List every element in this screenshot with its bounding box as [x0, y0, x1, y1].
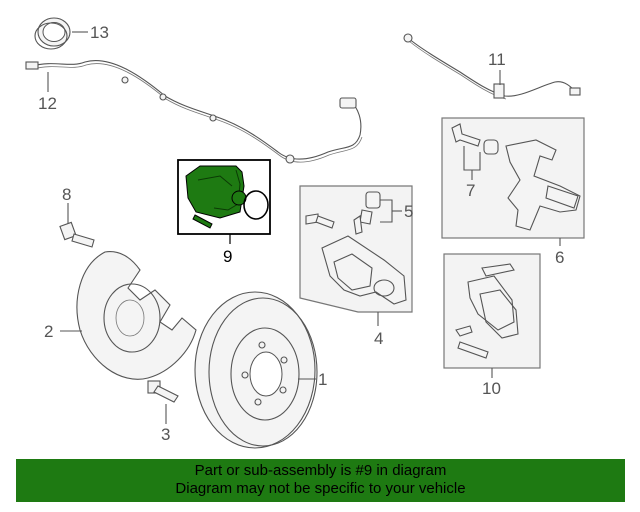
callout-3: 3 [161, 425, 170, 444]
banner-line-1: Part or sub-assembly is #9 in diagram [194, 462, 447, 479]
banner-line-2: Diagram may not be specific to your vehi… [175, 480, 466, 497]
part-4-caliper-box [299, 185, 413, 326]
callout-7: 7 [466, 181, 475, 200]
callout-4: 4 [374, 329, 383, 348]
part-9-box [177, 159, 271, 244]
part-11-wire-harness [403, 33, 581, 100]
part-8-bolt [59, 203, 95, 248]
part-10-brake-pads-box [443, 253, 541, 378]
part-12-wire-harness [25, 60, 363, 164]
callout-6: 6 [555, 248, 564, 267]
callout-9: 9 [223, 247, 232, 266]
callout-12: 12 [38, 94, 57, 113]
part-13-seal [34, 17, 88, 50]
callout-13: 13 [90, 23, 109, 42]
callout-5: 5 [404, 202, 413, 221]
callout-1: 1 [318, 370, 327, 389]
callout-10: 10 [482, 379, 501, 398]
info-banner: Part or sub-assembly is #9 in diagram Di… [16, 459, 625, 502]
part-3-bolt [147, 380, 179, 424]
part-1-brake-rotor [194, 291, 318, 449]
callout-2: 2 [44, 322, 53, 341]
callout-11: 11 [488, 50, 506, 69]
part-6-bracket-box [441, 117, 585, 246]
callout-8: 8 [62, 185, 71, 204]
part-2-dust-shield [60, 251, 197, 380]
